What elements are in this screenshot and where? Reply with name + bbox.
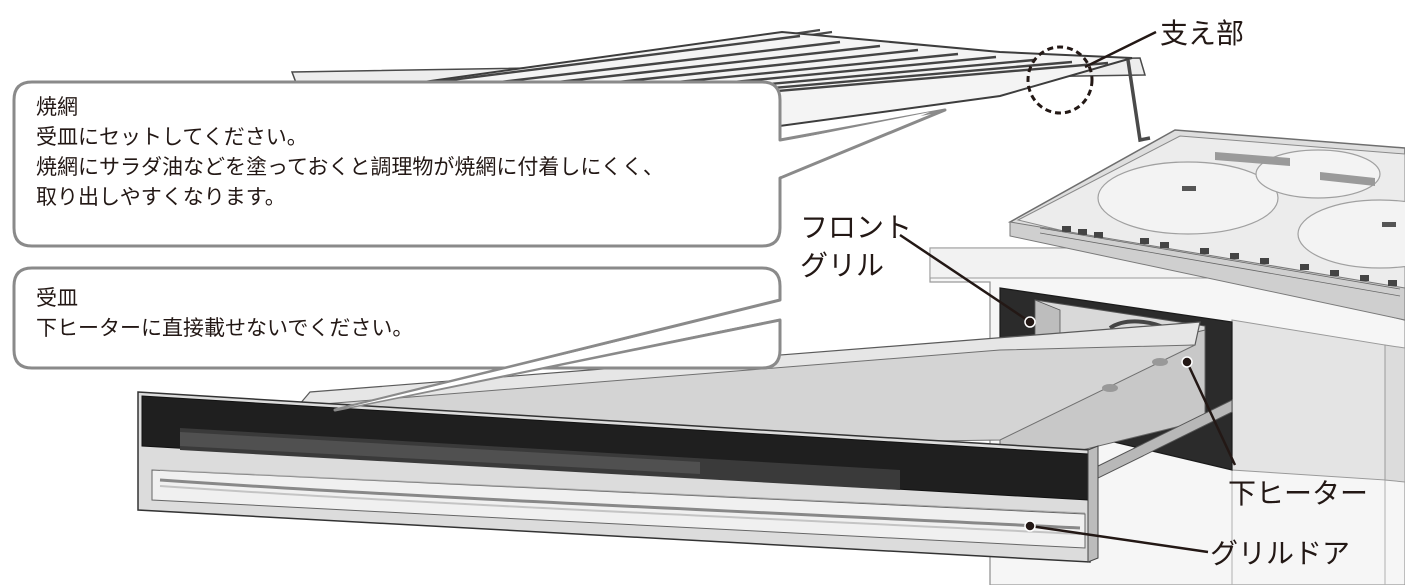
grill-drawer (137, 321, 1233, 563)
cooktop (1007, 129, 1405, 321)
callout-grill-net-line3: 取り出しやすくなります。 (36, 185, 286, 209)
callout-grill-net-line1: 受皿にセットしてください。 (36, 125, 308, 149)
front-grill-leader (899, 233, 1031, 324)
lower-heater-leader (1185, 361, 1237, 466)
support-leader (1084, 30, 1157, 69)
callout-grill-net-line2: 焼網にサラダ油などを塗っておくと調理物が焼網に付着しにくく、 (36, 155, 664, 179)
label-front-grill-line2: グリル (800, 249, 885, 282)
label-support: 支え部 (1160, 17, 1245, 50)
grill-door-leader (1029, 524, 1209, 554)
callout-tray-line1: 下ヒーターに直接載せないでください。 (36, 316, 414, 340)
callout-grill-net-box (12, 80, 947, 248)
label-front-grill-line1: フロント (800, 211, 913, 244)
callout-tray: 受皿 下ヒーターに直接載せないでください。 (36, 283, 413, 343)
callout-grill-net: 焼網 受皿にセットしてください。 焼網にサラダ油などを塗っておくと調理物が焼網に… (36, 92, 664, 212)
support-highlight (1026, 45, 1094, 115)
label-grill-door: グリルドア (1210, 537, 1351, 570)
callout-grill-net-title: 焼網 (36, 95, 78, 119)
callout-tray-box (12, 266, 782, 412)
label-lower-heater: 下ヒーター (1228, 477, 1369, 510)
callout-tray-title: 受皿 (36, 286, 78, 310)
